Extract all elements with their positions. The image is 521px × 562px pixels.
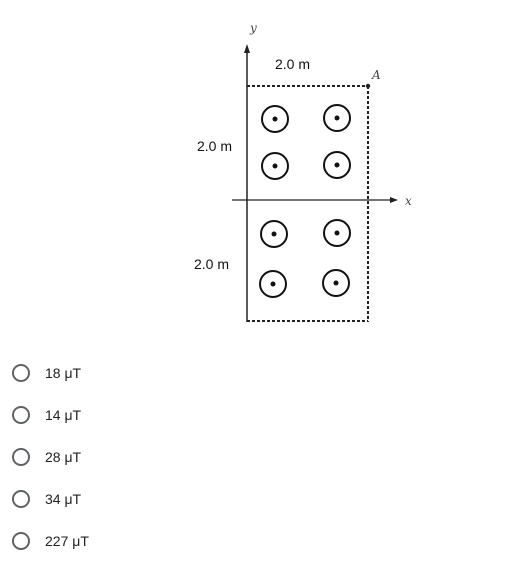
answer-option-2[interactable]: 14 μT bbox=[12, 394, 89, 436]
answer-option-label: 34 μT bbox=[45, 491, 82, 507]
width-dimension-label: 2.0 m bbox=[275, 56, 310, 72]
answer-option-label: 18 μT bbox=[45, 365, 82, 381]
answer-options: 18 μT 14 μT 28 μT 34 μT 227 μT bbox=[12, 352, 89, 562]
answer-option-5[interactable]: 227 μT bbox=[12, 520, 89, 562]
wire-out-of-page-icon bbox=[323, 151, 351, 179]
answer-option-label: 28 μT bbox=[45, 449, 82, 465]
radio-button[interactable] bbox=[12, 532, 30, 550]
y-axis-label: y bbox=[249, 21, 257, 35]
x-axis-label: x bbox=[405, 194, 412, 208]
wire-out-of-page-icon bbox=[259, 270, 287, 298]
wire-out-of-page-icon bbox=[323, 104, 351, 132]
point-a-marker bbox=[365, 83, 371, 89]
wire-out-of-page-icon bbox=[261, 152, 289, 180]
wire-out-of-page-icon bbox=[261, 105, 289, 133]
wire-out-of-page-icon bbox=[322, 269, 350, 297]
upper-height-dimension-label: 2.0 m bbox=[197, 138, 232, 154]
wire-out-of-page-icon bbox=[323, 219, 351, 247]
answer-option-3[interactable]: 28 μT bbox=[12, 436, 89, 478]
radio-button[interactable] bbox=[12, 490, 30, 508]
radio-button[interactable] bbox=[12, 406, 30, 424]
answer-option-1[interactable]: 18 μT bbox=[12, 352, 89, 394]
radio-button[interactable] bbox=[12, 448, 30, 466]
wire-out-of-page-icon bbox=[260, 220, 288, 248]
point-a-label: A bbox=[371, 68, 381, 82]
x-axis-arrow bbox=[390, 197, 398, 203]
radio-button[interactable] bbox=[12, 364, 30, 382]
lower-height-dimension-label: 2.0 m bbox=[194, 256, 229, 272]
answer-option-label: 14 μT bbox=[45, 407, 82, 423]
answer-option-label: 227 μT bbox=[45, 533, 89, 549]
magnetic-field-diagram: y x A 2.0 m 2.0 m 2.0 m bbox=[194, 21, 412, 322]
y-axis-arrow bbox=[244, 44, 250, 53]
answer-option-4[interactable]: 34 μT bbox=[12, 478, 89, 520]
